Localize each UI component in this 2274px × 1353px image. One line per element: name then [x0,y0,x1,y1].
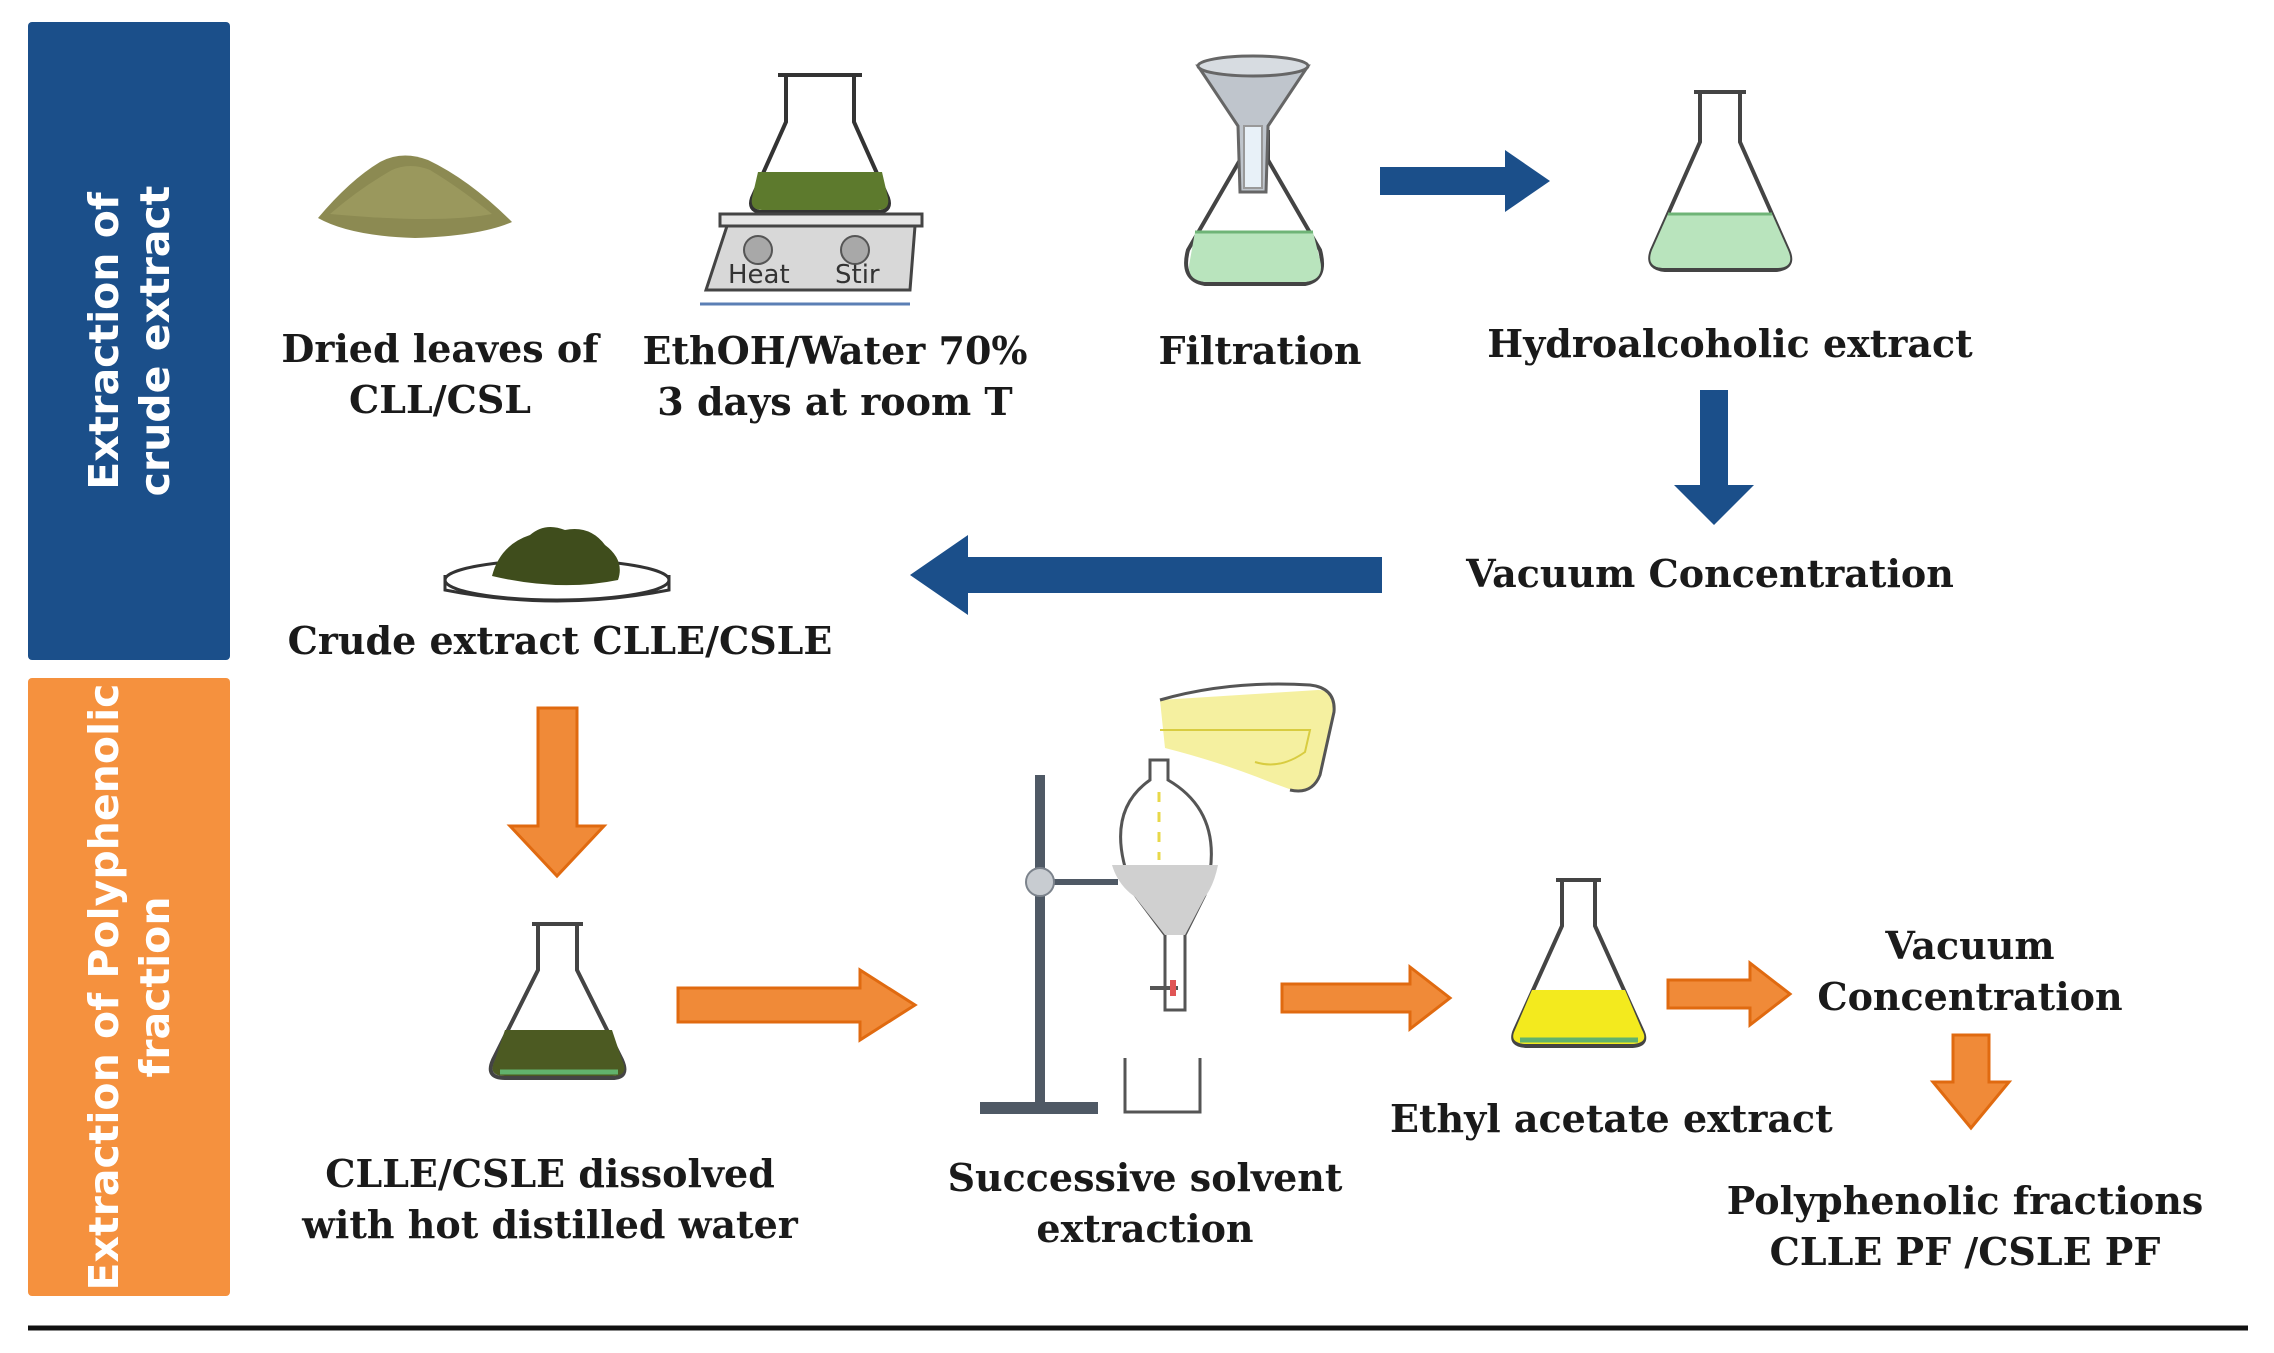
arrow-filtration-to-hydro [1380,150,1550,212]
arrow-dissolved-to-successive [676,967,918,1043]
arrow-vacuum-to-crude [910,535,1382,615]
hotplate-flask-icon: Heat Stir [700,73,924,306]
arrow-successive-to-ethyl [1280,963,1453,1033]
stir-label: Stir [835,260,880,290]
section-label-polyphenolic: Extraction of Polyphenolic fraction [80,683,180,1291]
label-vacuum-concentration-1: Vacuum Concentration [1466,551,1954,596]
powder-pile-icon [318,155,512,238]
flask-icon-hydro [1648,90,1793,272]
arrow-hydro-to-vacuum [1674,390,1754,525]
label-vacuum-concentration-2: Vacuum Concentration [1817,923,2123,1020]
section-band-polyphenolic: Extraction of Polyphenolic fraction [28,678,230,1296]
petri-dish-icon [443,526,671,603]
flask-icon-dissolved [488,922,627,1080]
label-hydroalcoholic: Hydroalcoholic extract [1487,321,1973,366]
arrow-ethyl-to-vacuum [1666,959,1793,1029]
arrow-vacuum-to-fractions [1929,1033,2013,1131]
label-polyphenolic-fractions: Polyphenolic fractions CLLE PF /CSLE PF [1726,1178,2204,1275]
flask-icon-ethyl [1511,878,1647,1048]
beaker-icon [1159,682,1336,793]
section-band-crude: Extraction of crude extract [28,22,230,660]
separatory-funnel-icon [980,758,1218,1114]
label-dried-leaves: Dried leaves of CLL/CSL [281,326,599,423]
label-filtration: Filtration [1158,328,1362,373]
label-successive: Successive solvent extraction [947,1155,1343,1252]
heat-label: Heat [728,260,790,290]
label-dissolved: CLLE/CSLE dissolved with hot distilled w… [302,1151,798,1248]
label-ethoh: EthOH/Water 70% 3 days at room T [642,328,1028,425]
label-crude-extract: Crude extract CLLE/CSLE [287,618,833,663]
label-ethyl-acetate: Ethyl acetate extract [1390,1096,1833,1141]
funnel-flask-icon [1184,54,1325,286]
section-label-crude: Extraction of crude extract [80,185,180,497]
arrow-crude-to-dissolved [506,706,608,879]
